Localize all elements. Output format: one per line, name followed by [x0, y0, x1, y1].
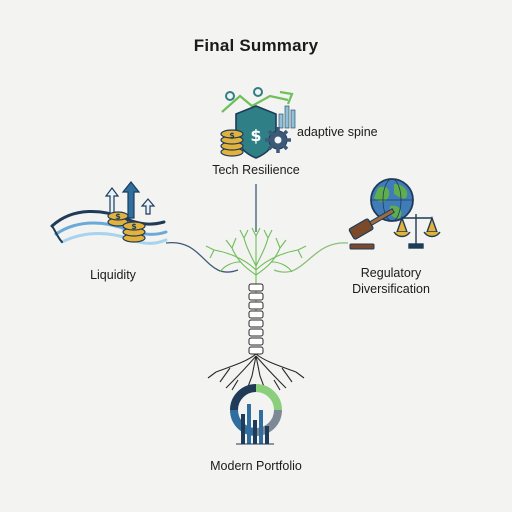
- regulatory-label-line1: Regulatory: [360, 266, 422, 280]
- node-dot-icon: [253, 87, 263, 97]
- connectors: [165, 184, 349, 273]
- modern-portfolio-label: Modern Portfolio: [210, 459, 302, 473]
- dollar-sign-icon: $: [250, 126, 261, 145]
- regulatory-label-line2: Diversification: [352, 282, 430, 296]
- coin-stack-icon: [107, 211, 146, 243]
- coin-dollar-icon: $: [229, 131, 235, 140]
- gavel-icon: [348, 208, 395, 250]
- connector-liquidity: [165, 242, 239, 273]
- tree-branches: [205, 227, 307, 312]
- tree-spine-icon: [205, 227, 307, 393]
- globe-icon: [370, 178, 414, 222]
- liquidity-icon-group: $ $: [50, 181, 168, 245]
- coin-dollar-icon: $: [115, 212, 121, 221]
- upward-chart-arrow-icon: [221, 90, 294, 113]
- node-dot-icon: [225, 91, 235, 101]
- vertebrae: [248, 283, 264, 355]
- coin-dollar-icon: $: [131, 222, 137, 231]
- page-title: Final Summary: [193, 36, 319, 55]
- dollar-coin-stack-icon: [220, 129, 244, 157]
- liquidity-label: Liquidity: [90, 268, 136, 282]
- bar-chart-icon: [236, 404, 274, 445]
- regulatory-icon-group: [348, 178, 441, 250]
- portfolio-icon-group: [230, 384, 282, 445]
- tech-resilience-label: Tech Resilience: [212, 163, 300, 177]
- bar-chart-small-icon: [278, 105, 296, 129]
- adaptive-spine-annotation: adaptive spine: [297, 125, 378, 139]
- connector-regulatory: [273, 242, 349, 273]
- scales-icon: [393, 214, 441, 249]
- gear-icon: [265, 127, 291, 153]
- tech-icon-group: $ $: [220, 87, 296, 159]
